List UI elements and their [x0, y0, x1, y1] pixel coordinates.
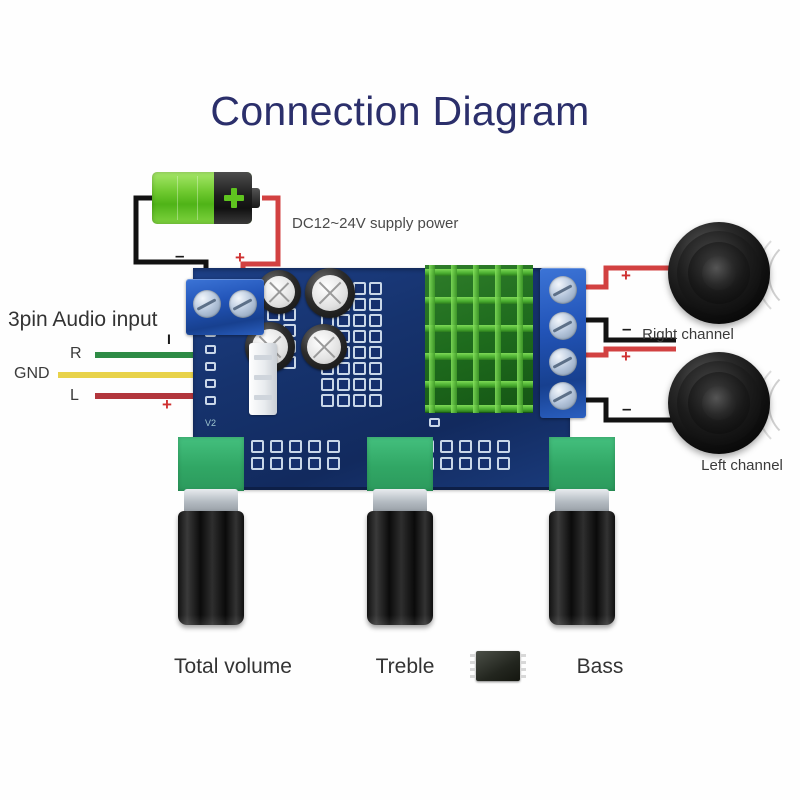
battery-icon [152, 172, 262, 224]
terminal-screw[interactable] [193, 290, 221, 318]
audio-input-connector[interactable] [249, 343, 277, 415]
board-version-marking: V2 [205, 418, 217, 428]
battery-plus-symbol [224, 188, 244, 208]
right-channel-negative-symbol: – [622, 319, 632, 338]
terminal-screw[interactable] [549, 348, 577, 376]
capacitor [257, 270, 301, 314]
right-channel-label: Right channel [642, 326, 734, 343]
knob-volume[interactable] [178, 511, 244, 625]
supply-power-label: DC12~24V supply power [292, 215, 459, 232]
page-title: Connection Diagram [210, 88, 590, 134]
knob-volume-label: Total volume [174, 655, 292, 678]
audio-wire-gnd-label: GND [14, 365, 50, 382]
knob-bass[interactable] [549, 511, 615, 625]
audio-jack-pin-symbol: I [167, 331, 171, 347]
audio-wire-l-label: L [70, 387, 79, 404]
left-channel-positive-symbol: + [621, 347, 631, 366]
terminal-screw[interactable] [549, 382, 577, 410]
right-channel-positive-symbol: + [621, 266, 631, 285]
speaker-output-terminal[interactable] [540, 268, 586, 418]
terminal-screw[interactable] [549, 312, 577, 340]
audio-input-label: 3pin Audio input [8, 308, 158, 331]
knob-treble[interactable] [367, 511, 433, 625]
power-input-terminal[interactable] [186, 279, 264, 335]
power-positive-symbol: + [235, 248, 245, 267]
audio-jack-plus-symbol: + [162, 395, 172, 414]
audio-wire-r-label: R [70, 345, 82, 362]
capacitor [305, 268, 355, 318]
terminal-screw[interactable] [549, 276, 577, 304]
left-channel-label: Left channel [701, 457, 783, 474]
knob-bass-label: Bass [576, 655, 624, 678]
heatsink [425, 265, 533, 413]
knob-treble-label: Treble [375, 655, 435, 678]
power-negative-symbol: – [175, 246, 185, 265]
amplifier-ic-chip [470, 651, 526, 681]
capacitor [301, 324, 347, 370]
left-channel-negative-symbol: – [622, 399, 632, 418]
terminal-screw[interactable] [229, 290, 257, 318]
